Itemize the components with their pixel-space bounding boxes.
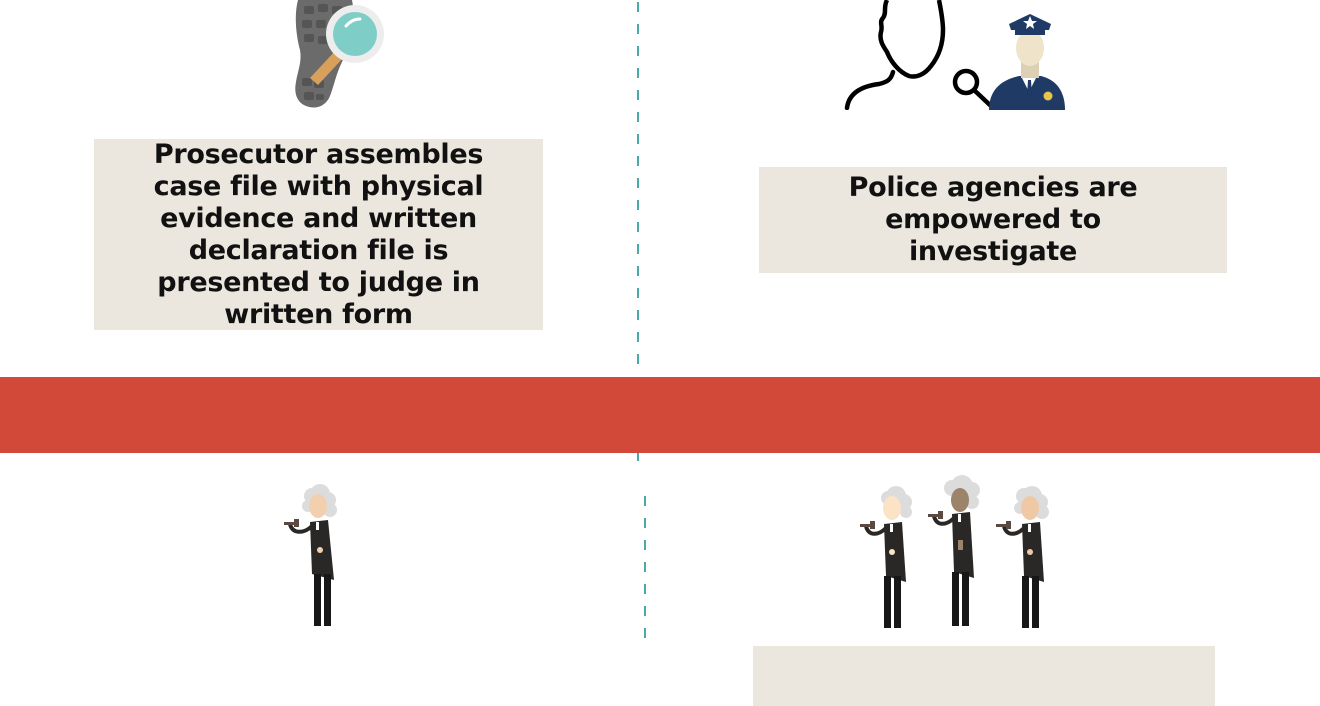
divider-top xyxy=(637,2,639,374)
footprint-magnifier-icon xyxy=(290,0,390,110)
suspect-silhouette-police-officer-icon xyxy=(843,0,1068,111)
single-judge-with-gavel-icon xyxy=(282,482,344,628)
divider-bottom xyxy=(644,496,646,646)
caption-police-investigate: Police agencies are empowered to investi… xyxy=(759,167,1227,273)
caption-text: Police agencies are empowered to investi… xyxy=(848,172,1138,267)
three-judges-with-gavels-icon xyxy=(860,474,1060,628)
caption-prosecutor-case-file: Prosecutor assembles case file with phys… xyxy=(94,139,543,330)
caption-three-judges xyxy=(753,646,1215,706)
caption-text: Prosecutor assembles case file with phys… xyxy=(153,138,484,330)
section-divider-band xyxy=(0,377,1320,453)
divider-band-tick xyxy=(637,453,639,461)
